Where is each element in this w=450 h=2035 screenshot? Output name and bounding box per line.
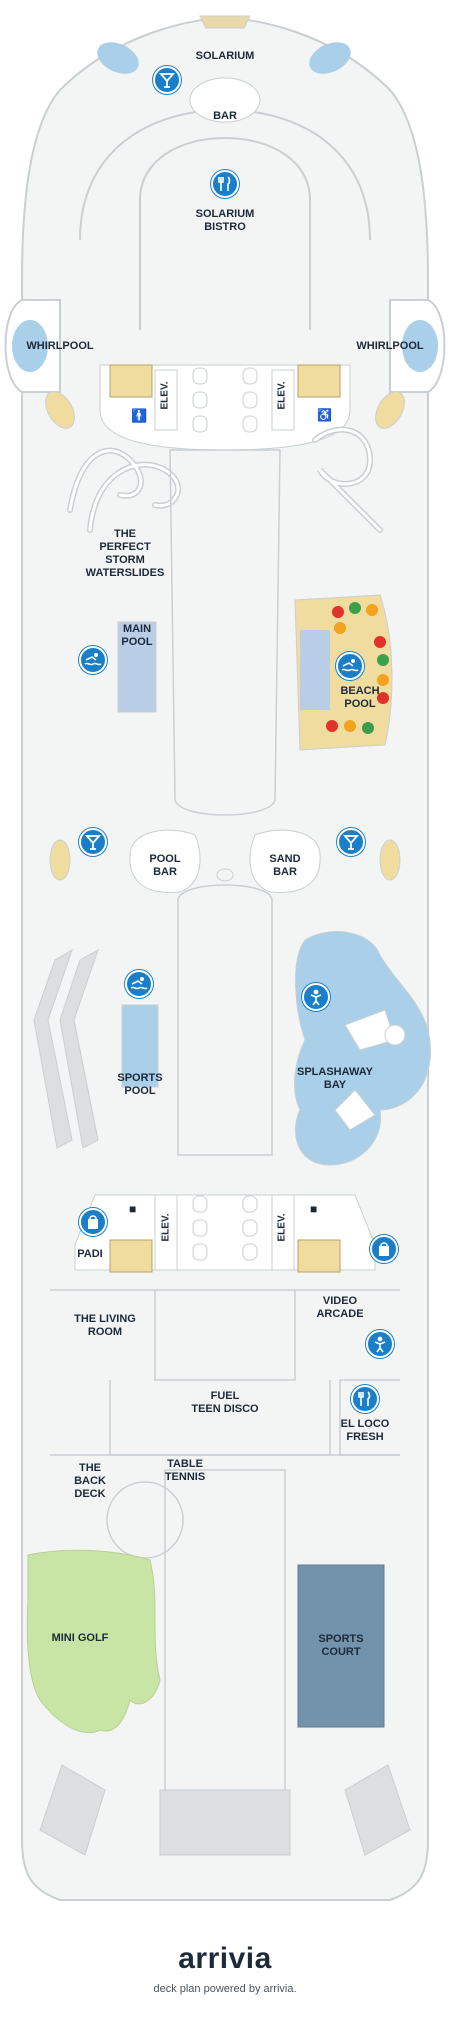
splashaway-bay-label: SPLASHAWAY BAY — [296, 1066, 373, 1091]
stern-block-right — [344, 1764, 411, 1856]
padi-label: PADI — [77, 1248, 103, 1260]
sports-pool — [121, 1004, 159, 1088]
interior-rooms — [50, 1289, 400, 1831]
upper-stair-right — [297, 364, 341, 398]
stern-block-center — [159, 1789, 291, 1856]
lounge-chairs — [45, 391, 405, 881]
upper-elev-shaft-left — [154, 369, 178, 431]
lower-stair-left — [109, 1239, 153, 1273]
lower-elev-shaft-left — [154, 1194, 178, 1271]
beach-umbrellas — [326, 602, 389, 734]
sand-bar-label: SAND BAR — [269, 853, 301, 878]
cocktail-icon — [337, 828, 365, 856]
solarium-label: SOLARIUM — [195, 50, 255, 62]
shopping-bag-icon — [370, 1235, 398, 1263]
brand-wordmark: arrivia — [178, 1942, 272, 1975]
brand-logo: arrivia — [0, 1942, 450, 1976]
bar-label: BAR — [213, 110, 237, 122]
central-walkway-upper — [169, 449, 281, 816]
lower-elevator-cars — [192, 1195, 258, 1261]
video-arcade-label: VIDEO ARCADE — [316, 1295, 364, 1320]
pool-bar-label: POOL BAR — [149, 853, 181, 878]
kids-splash-icon — [366, 1330, 394, 1358]
elev-label-2: ELEV. — [276, 381, 288, 410]
restroom-icon: ■ — [310, 1202, 318, 1216]
sports-pool-slide-left — [33, 948, 73, 1149]
stern-block-left — [39, 1764, 106, 1856]
the-living-room-label: THE LIVING ROOM — [74, 1313, 136, 1338]
mini-golf-green — [26, 1549, 161, 1734]
bar-oval — [189, 77, 261, 123]
whirlpool-left-label: WHIRLPOOL — [26, 340, 94, 352]
lower-elev-shaft-right — [271, 1194, 295, 1271]
elev-label-3: ELEV. — [160, 1213, 172, 1242]
central-walkway-lower — [177, 884, 273, 1156]
bow-tip — [199, 15, 251, 29]
whirlpool-right — [402, 320, 438, 372]
shopping-bag-icon — [79, 1208, 107, 1236]
sports-court-label: SPORTS COURT — [318, 1633, 364, 1658]
upper-elev-shaft-right — [271, 369, 295, 431]
waterslides-inner — [68, 428, 382, 532]
lower-stair-right — [297, 1239, 341, 1273]
swimmer-icon — [336, 652, 364, 680]
fuel-teen-disco-label: FUEL TEEN DISCO — [191, 1390, 259, 1415]
center-planter — [216, 868, 234, 882]
splashaway-features — [334, 1009, 406, 1131]
whirlpool-right-label: WHIRLPOOL — [356, 340, 424, 352]
sports-pool-slide-right — [59, 948, 99, 1149]
cocktail-icon — [79, 828, 107, 856]
upper-stair-left — [109, 364, 153, 398]
table-tennis-label: TABLE TENNIS — [164, 1458, 206, 1483]
sand-bar-area — [249, 829, 321, 894]
elev-label-4: ELEV. — [276, 1213, 288, 1242]
solarium-bistro-label: SOLARIUM BISTRO — [195, 208, 255, 233]
fork-knife-icon — [211, 170, 239, 198]
el-loco-fresh-label: EL LOCO FRESH — [340, 1418, 390, 1443]
restroom-icon: ■ — [129, 1202, 137, 1216]
solarium-bistro-arc — [139, 136, 311, 330]
whirlpool-left — [12, 320, 48, 372]
the-back-deck-label: THE BACK DECK — [74, 1462, 106, 1500]
sports-pool-label: SPORTS POOL — [117, 1072, 163, 1097]
swimmer-icon — [79, 646, 107, 674]
mini-golf-label: MINI GOLF — [51, 1632, 109, 1644]
beach-pool-label: BEACH POOL — [340, 685, 380, 710]
beach-pool-water — [300, 630, 330, 710]
swimmer-icon — [125, 970, 153, 998]
back-deck-curve — [106, 1481, 184, 1559]
perfect-storm-label: THE PERFECT STORM WATERSLIDES — [85, 528, 165, 579]
kids-splash-icon — [302, 983, 330, 1011]
solarium-pool-right — [309, 42, 351, 74]
sports-court — [297, 1564, 385, 1728]
restroom-icon: 🚹 — [131, 408, 148, 423]
main-pool — [117, 621, 157, 713]
upper-elevator-cars — [192, 367, 258, 433]
pool-bar-area — [129, 829, 201, 894]
brand-tagline: deck plan powered by arrivia. — [153, 1983, 297, 1995]
main-pool-label: MAIN POOL — [121, 623, 153, 648]
fork-knife-icon — [351, 1385, 379, 1413]
solarium-pool-left — [97, 42, 139, 74]
wheelchair-icon: ♿ — [317, 408, 332, 422]
cocktail-icon — [153, 66, 181, 94]
elev-label-1: ELEV. — [159, 381, 171, 410]
